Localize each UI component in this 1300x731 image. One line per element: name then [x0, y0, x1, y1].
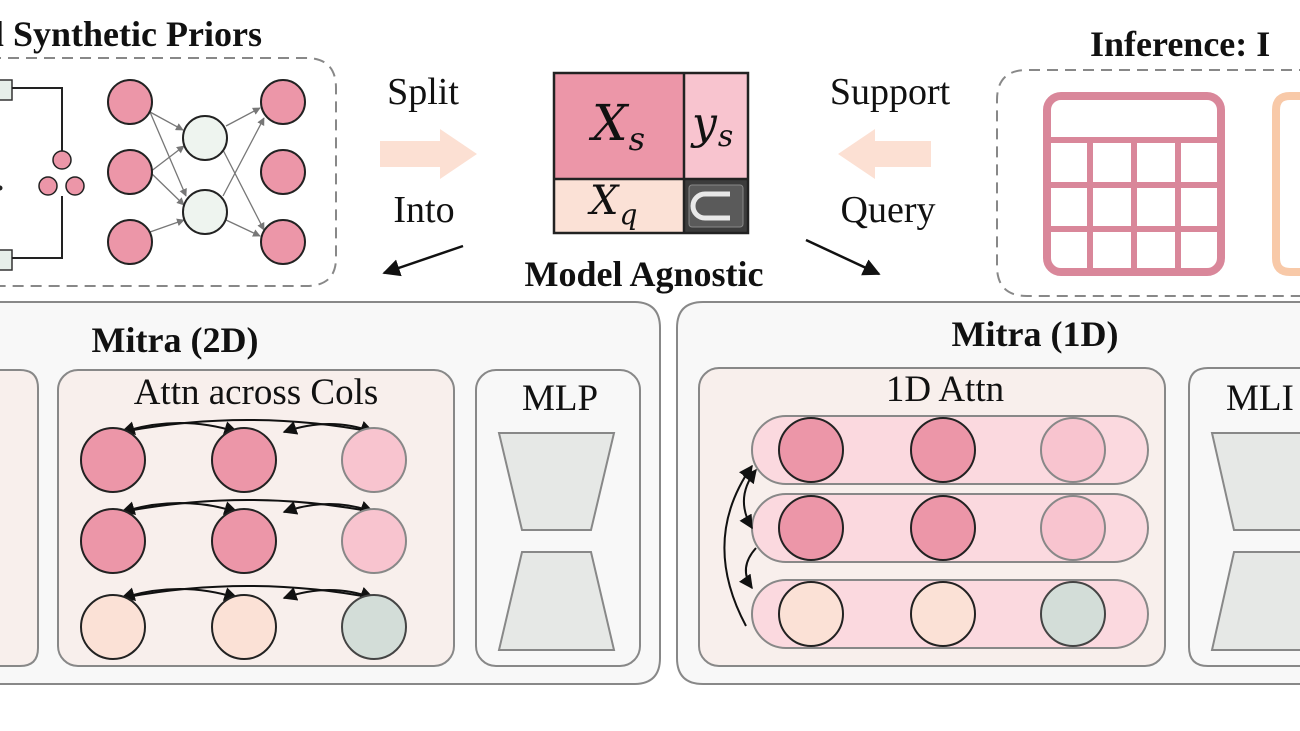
cell-support-feature: [80, 508, 146, 574]
nn-input-node: [107, 149, 153, 195]
into-label: Into: [393, 189, 454, 231]
cell-support-label: [1040, 417, 1106, 483]
nn-output-node: [260, 149, 306, 195]
mitra-1d-panel: Mitra (1D) 1D Attn MLI: [676, 301, 1300, 685]
scm-graph: [0, 79, 85, 271]
nn-edge: [149, 218, 185, 233]
nn-edge: [149, 145, 185, 173]
mlp-2d-block: MLP: [475, 369, 641, 667]
synthetic-priors-panel: l Synthetic Priors: [0, 14, 337, 287]
scm-node-bottom: [0, 249, 13, 271]
scm-node-a: [52, 150, 72, 170]
query-features-block: [554, 179, 684, 233]
support-arrow: [838, 129, 931, 179]
ys-label: ys: [690, 98, 733, 154]
cell-support-label: [341, 508, 407, 574]
support-label: Support: [830, 71, 951, 113]
data-matrix: Xs ys Xq Model Agnostic: [525, 71, 764, 294]
cell-query-feature: [910, 581, 976, 647]
xs-label: Xs: [588, 94, 645, 158]
mlp-1d-encoder-trapezoid: [1210, 432, 1300, 531]
mask-tile: [688, 184, 744, 228]
nn-edge: [149, 171, 185, 206]
mlp-2d-label: MLP: [522, 378, 598, 419]
scm-node-b: [38, 176, 58, 196]
cell-support-feature: [910, 495, 976, 561]
nn-output-node: [260, 79, 306, 125]
scm-dot: [0, 185, 3, 191]
col-attn-arrow: [121, 499, 374, 513]
nn-edge: [225, 219, 261, 237]
mitra-2d-panel: Mitra (2D) Attn across Cols: [0, 301, 661, 685]
cell-support-feature: [80, 427, 146, 493]
col-attn-arrow: [121, 585, 374, 599]
inference-title: Inference: I: [1090, 24, 1270, 64]
mlp-2d-encoder-trapezoid: [497, 432, 616, 531]
attn-across-cols-block: Attn across Cols: [57, 369, 455, 667]
mlp-prior-network: [107, 79, 306, 265]
split-arrow: [380, 129, 477, 179]
model-agnostic-label: Model Agnostic: [525, 254, 764, 294]
col-attn-arrow: [282, 501, 375, 515]
col-attn-arrow: [121, 419, 374, 433]
nn-hidden-node: [182, 189, 228, 235]
attn-1d-block: 1D Attn: [698, 367, 1166, 667]
support-table-icon: [1043, 92, 1225, 276]
row-attn-arrow: [739, 547, 757, 590]
query-table-icon: [1272, 92, 1300, 276]
matrix-border: [552, 71, 750, 235]
xq-label: Xq: [587, 178, 637, 231]
mitra-1d-title: Mitra (1D): [952, 314, 1119, 354]
nn-edge: [225, 107, 261, 127]
cell-support-label: [341, 427, 407, 493]
cell-query-masked: [341, 594, 407, 660]
cell-support-feature: [211, 427, 277, 493]
split-into-group: Split Into: [380, 71, 477, 277]
attn-1d-label: 1D Attn: [886, 369, 1004, 410]
col-attn-arrow: [282, 587, 375, 601]
cell-query-feature: [80, 594, 146, 660]
mitra-2d-title: Mitra (2D): [92, 320, 259, 360]
cell-support-feature: [211, 508, 277, 574]
cell-support-feature: [778, 495, 844, 561]
mlp-1d-decoder-trapezoid: [1210, 551, 1300, 651]
scm-node-top: [0, 79, 13, 101]
nn-edge: [149, 111, 187, 197]
nn-edge: [222, 149, 265, 231]
mlp-1d-label: MLI: [1226, 378, 1294, 419]
query-label: Query: [841, 189, 936, 231]
scm-edge-top: [12, 87, 63, 158]
nn-output-node: [260, 219, 306, 265]
nn-input-node: [107, 79, 153, 125]
nn-edge: [149, 111, 184, 131]
scm-node-c: [65, 176, 85, 196]
cell-query-feature: [778, 581, 844, 647]
inference-panel: Inference: I: [996, 24, 1300, 297]
support-query-group: Support Query: [805, 71, 951, 276]
inference-dashed-box: [996, 69, 1300, 297]
cell-support-label: [1040, 495, 1106, 561]
nn-input-node: [107, 219, 153, 265]
cell-support-feature: [910, 417, 976, 483]
cell-support-feature: [778, 417, 844, 483]
row-attn-arrow: [723, 464, 753, 627]
support-features-block: [554, 73, 684, 179]
nn-edge: [222, 117, 265, 197]
cell-query-feature: [211, 594, 277, 660]
mlp-1d-block: MLI: [1188, 367, 1300, 667]
synthetic-priors-dashed-box: [0, 57, 337, 287]
nn-hidden-node: [182, 115, 228, 161]
synthetic-priors-title: l Synthetic Priors: [0, 14, 262, 54]
mitra-2d-row-attn-box: [0, 369, 39, 667]
mlp-2d-decoder-trapezoid: [497, 551, 616, 651]
query-arrow: [805, 238, 881, 276]
split-label: Split: [387, 71, 459, 113]
support-labels-block: [684, 73, 748, 179]
cell-query-masked: [1040, 581, 1106, 647]
attn-cols-label: Attn across Cols: [134, 372, 379, 413]
scm-edge-bottom: [12, 196, 63, 259]
mask-icon: [690, 191, 730, 221]
into-arrow: [382, 244, 464, 277]
